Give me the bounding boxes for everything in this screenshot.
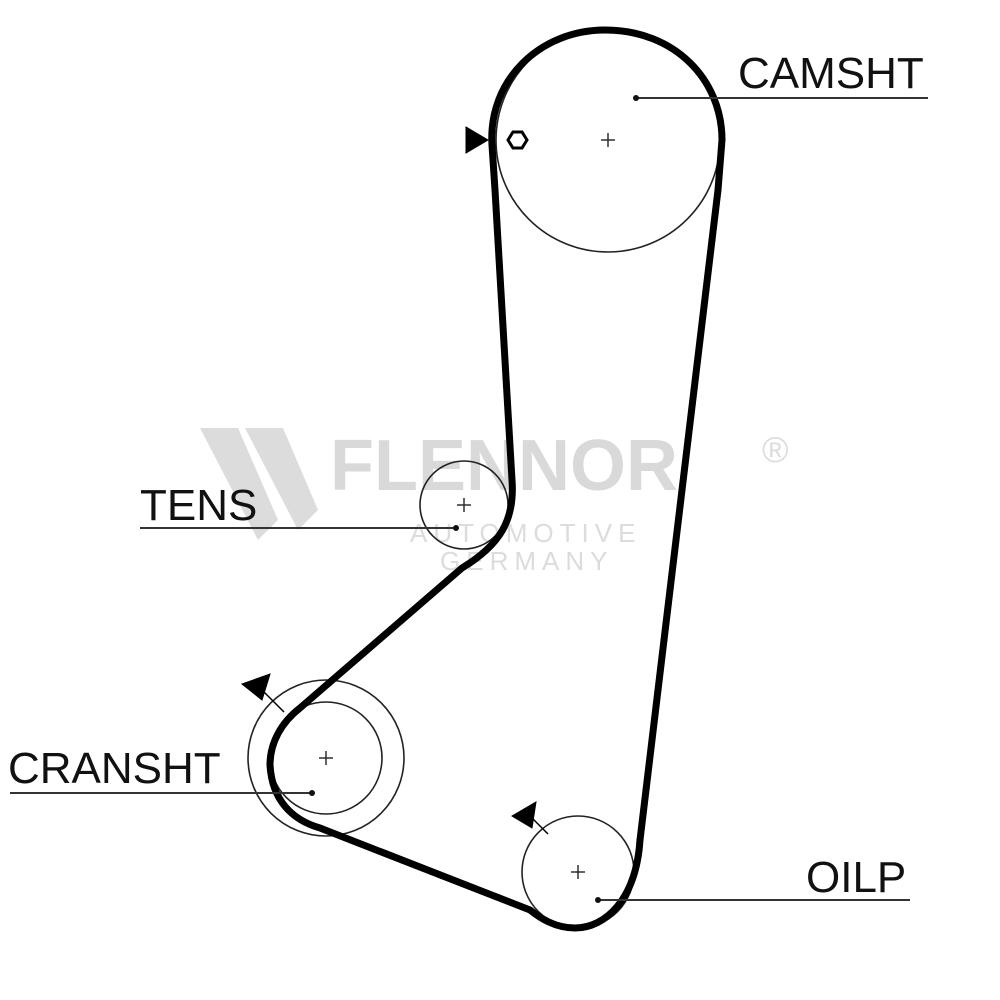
watermark-brand: FLENNOR xyxy=(330,426,678,506)
oil-pump-label: OILP xyxy=(806,853,906,902)
watermark-line1: AUTOMOTIVE xyxy=(410,518,641,548)
leader-dots xyxy=(309,95,639,903)
leader-lines xyxy=(10,97,928,901)
watermark: FLENNOR ® AUTOMOTIVE GERMANY xyxy=(200,426,795,576)
watermark-line2: GERMANY xyxy=(440,546,613,576)
tensioner-center-mark xyxy=(457,498,471,512)
timing-belt xyxy=(266,26,726,932)
camshaft-timing-arrow-icon xyxy=(465,126,489,154)
timing-marks xyxy=(240,126,549,835)
oil-pump-center-mark xyxy=(571,865,585,879)
camshaft-timing-notch-icon xyxy=(506,130,529,150)
crankshaft-label: CRANSHT xyxy=(8,744,221,793)
camshaft-label: CAMSHT xyxy=(738,49,924,98)
camshaft-center-mark xyxy=(601,133,615,147)
flennor-logo-icon xyxy=(200,428,318,540)
crankshaft-timing-arrow-icon xyxy=(240,673,271,701)
crankshaft-center-mark xyxy=(319,751,333,765)
tensioner-label: TENS xyxy=(140,481,257,530)
watermark-registered: ® xyxy=(762,429,795,470)
oil-pump-timing-arrow-icon xyxy=(511,801,537,829)
pulley-centers xyxy=(319,133,615,879)
crankshaft-pulley-outer xyxy=(247,679,405,837)
